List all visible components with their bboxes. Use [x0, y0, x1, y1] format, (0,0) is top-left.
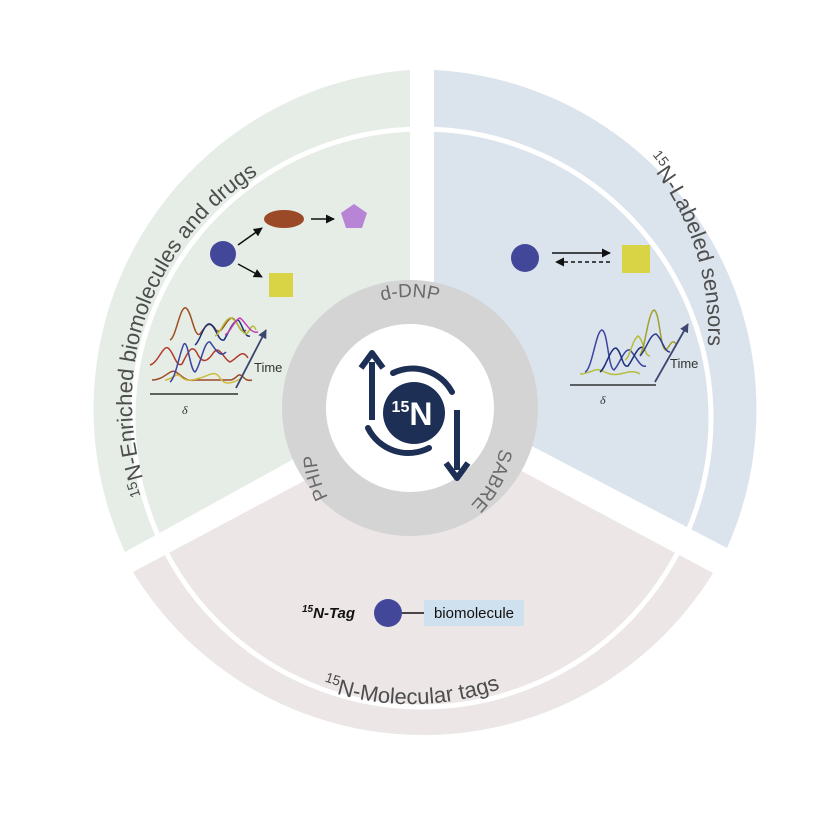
tag-molecule-icon [374, 599, 402, 627]
bound-state-square-icon [622, 245, 650, 273]
sensor-molecule-icon [511, 244, 539, 272]
nitrogen-15-emblem: 15N [358, 350, 471, 481]
delta-label-enriched: δ [182, 403, 188, 417]
metabolite-pentagon-icon [341, 204, 367, 228]
molecular-tag: 15N-Tag biomolecule [302, 599, 524, 627]
cycle-arc-top-icon [390, 365, 455, 395]
time-arrow-icon [654, 323, 689, 383]
nitrogen-symbol: 15N [392, 396, 433, 432]
method-ring [282, 280, 538, 536]
biomolecule-box [424, 600, 524, 626]
metabolite-ellipse-icon [264, 210, 304, 228]
time-arrow-icon [235, 329, 267, 389]
substrate-molecule-icon [210, 241, 236, 267]
pathway-arrow-icon [237, 263, 263, 278]
cycle-arc-bottom-icon [365, 425, 432, 457]
pathway-arrow-icon [237, 227, 263, 246]
spectra-plot-enriched: Time δ [149, 307, 282, 417]
sensor-equilibrium [511, 244, 650, 273]
metabolite-square-icon [269, 273, 293, 297]
method-label-dnp: d-DNP [378, 281, 441, 306]
time-label-enriched: Time [254, 360, 282, 375]
biomolecule-label: biomolecule [434, 605, 514, 622]
spectra-plot-sensors: Time δ [570, 309, 698, 407]
sector-tags [133, 418, 713, 736]
metabolic-pathway [210, 204, 367, 297]
time-label-sensors: Time [670, 356, 698, 371]
nitrogen-disc [383, 382, 445, 444]
tag-label: 15N-Tag [302, 604, 355, 622]
delta-label-sensors: δ [600, 393, 606, 407]
inner-divider-ring [130, 126, 714, 710]
